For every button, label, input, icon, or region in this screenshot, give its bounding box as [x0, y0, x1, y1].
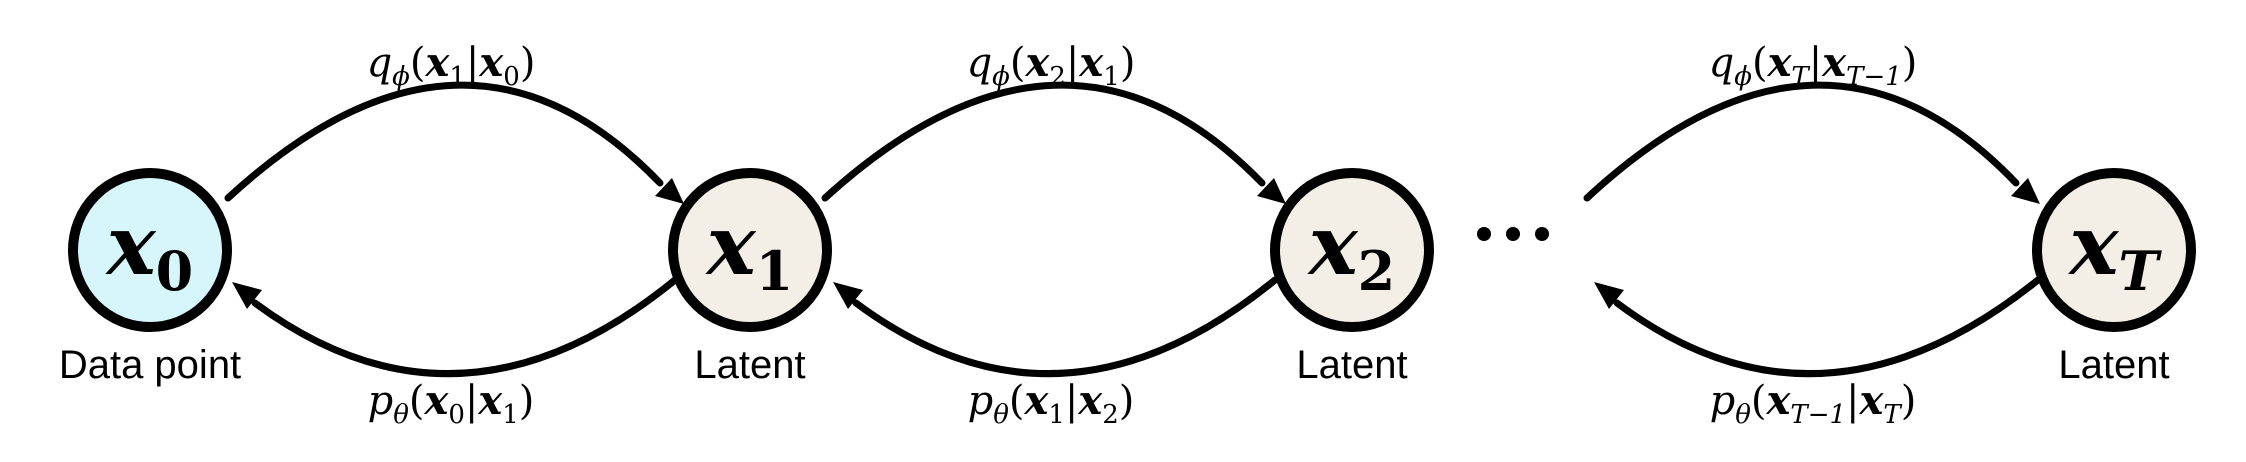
forward-arrowhead-1-2: [1257, 178, 1286, 204]
reverse-label-0: pθ(x0|x1): [368, 377, 535, 430]
node-x0: x0 Data point: [59, 168, 241, 387]
forward-arrowhead-0-1: [655, 178, 684, 204]
node-var-x1: x: [705, 198, 757, 294]
node-x1: x1 Latent: [668, 168, 832, 387]
node-var-xT: x: [2067, 198, 2119, 294]
forward-arrow-0-1: [224, 81, 664, 202]
forward-label-2: qϕ(xT|xT−1): [1709, 39, 1918, 92]
svg-text:x0: x0: [105, 198, 193, 303]
node-sub-xT: T: [2118, 239, 2162, 303]
reverse-arrow-1-0: [251, 276, 679, 378]
forward-label-0: qϕ(x1|x0): [367, 39, 536, 92]
forward-arrow-1-2: [821, 81, 1266, 202]
node-circle-x2: [1270, 168, 1434, 332]
node-caption-x2: Latent: [1296, 343, 1407, 387]
reverse-labels: pθ(x0|x1) pθ(x1|x2) pθ(xT−1|xT): [368, 377, 1917, 430]
forward-arrow-dots-T: [1583, 81, 2020, 202]
node-caption-x1: Latent: [694, 343, 805, 387]
reverse-arrow-T-dots: [1613, 276, 2042, 378]
forward-labels: qϕ(x1|x0) qϕ(x2|x1) qϕ(xT|xT−1): [367, 39, 1918, 92]
ellipsis-dot-2: [1506, 227, 1520, 241]
node-circle-x0: [68, 168, 232, 332]
forward-label-1: qϕ(x2|x1): [967, 39, 1136, 92]
reverse-arrows: [232, 276, 2042, 378]
svg-text:x1: x1: [705, 198, 793, 303]
node-var-x0: x: [105, 198, 157, 294]
node-xT: xT Latent: [2032, 168, 2196, 387]
svg-text:x2: x2: [1307, 198, 1395, 303]
reverse-label-2: pθ(xT−1|xT): [1710, 377, 1917, 430]
node-circle-xT: [2032, 168, 2196, 332]
node-caption-x0: Data point: [59, 343, 241, 387]
reverse-label-1: pθ(x1|x2): [968, 377, 1135, 430]
reverse-arrowhead-2-1: [833, 282, 863, 309]
forward-arrows: [224, 81, 2040, 204]
ellipsis-dot-1: [1477, 227, 1491, 241]
node-sub-x1: 1: [756, 239, 794, 303]
forward-arrowhead-dots-T: [2011, 178, 2040, 204]
node-circle-x1: [668, 168, 832, 332]
reverse-arrowhead-T-dots: [1594, 282, 1624, 309]
reverse-arrowhead-1-0: [232, 282, 262, 309]
node-caption-xT: Latent: [2058, 343, 2169, 387]
ellipsis: [1477, 227, 1549, 241]
svg-text:xT: xT: [2067, 198, 2162, 303]
node-x2: x2 Latent: [1270, 168, 1434, 387]
node-sub-x2: 2: [1358, 239, 1396, 303]
node-sub-x0: 0: [156, 239, 194, 303]
node-var-x2: x: [1307, 198, 1359, 294]
ellipsis-dot-3: [1535, 227, 1549, 241]
reverse-arrow-2-1: [852, 276, 1279, 378]
